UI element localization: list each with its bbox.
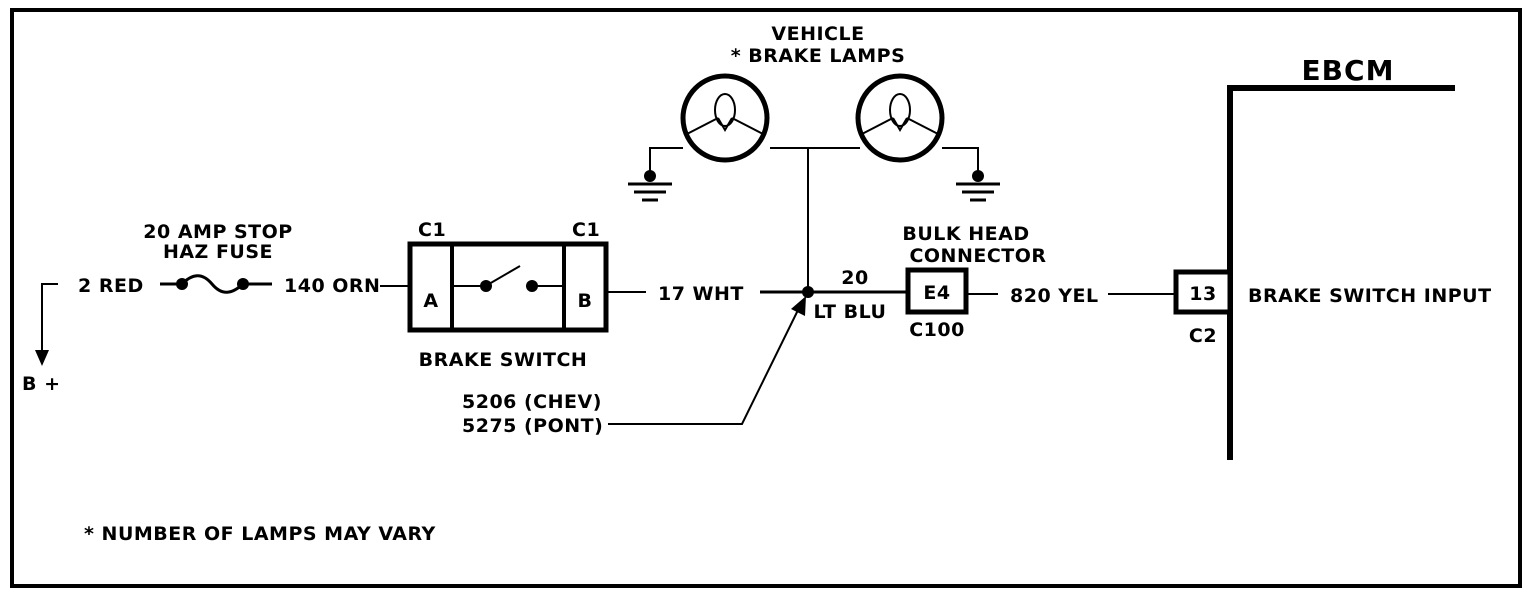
fuse-symbol: [176, 274, 249, 294]
pin-e4-label: E4: [923, 282, 950, 304]
c1-right-label: C1: [572, 219, 600, 241]
bulkhead-label-line1: BULK HEAD: [902, 223, 1029, 245]
wire-17-wht-label: 17 WHT: [658, 283, 744, 305]
ground-symbol-right: [956, 170, 1000, 202]
footnote: * NUMBER OF LAMPS MAY VARY: [84, 523, 436, 545]
wire-140-orn-label: 140 ORN: [284, 275, 380, 297]
c100-label: C100: [909, 319, 965, 341]
wire-820-yel-label: 820 YEL: [1010, 285, 1099, 307]
bulkhead-connector-e4: [905, 267, 969, 315]
b-plus-arrow: [35, 350, 49, 366]
ground-symbol-left: [628, 170, 672, 202]
vehicle-label: VEHICLE: [771, 23, 864, 45]
splice-leader-line: [608, 305, 801, 425]
wire-lt-blu-label: LT BLU: [814, 301, 887, 323]
brake-lamps-label: * BRAKE LAMPS: [731, 45, 906, 67]
brake-switch-symbol: [407, 241, 609, 333]
fuse-label-line2: HAZ FUSE: [163, 241, 273, 263]
ground-wire-left: [649, 147, 683, 176]
wire-20-label: 20: [841, 267, 868, 289]
c1-left-label: C1: [418, 219, 446, 241]
ebcm-label: EBCM: [1302, 54, 1395, 87]
wire-2-red-label: 2 RED: [78, 275, 144, 297]
pin-b-label: B: [578, 290, 593, 312]
splice-chev-label: 5206 (CHEV): [462, 391, 602, 413]
ebcm-connector-pin-13: [1173, 269, 1233, 315]
brake-lamp-left: [680, 73, 770, 163]
b-plus-label: B +: [22, 373, 61, 395]
ground-wire-right: [942, 147, 979, 176]
b-plus-lead: [41, 283, 58, 362]
pin-a-label: A: [423, 290, 438, 312]
brake-switch-label: BRAKE SWITCH: [419, 349, 588, 371]
pin-13-label: 13: [1189, 283, 1216, 305]
c2-label: C2: [1189, 325, 1217, 347]
brake-lamp-right: [855, 73, 945, 163]
splice-pont-label: 5275 (PONT): [462, 415, 603, 437]
brake-switch-input-label: BRAKE SWITCH INPUT: [1248, 285, 1492, 307]
diagram-border: [10, 8, 1522, 588]
bulkhead-label-line2: CONNECTOR: [909, 245, 1046, 267]
splice-leader-arrow: [791, 296, 806, 316]
fuse-label-line1: 20 AMP STOP: [143, 221, 292, 243]
ebcm-outline: [1227, 85, 1455, 460]
